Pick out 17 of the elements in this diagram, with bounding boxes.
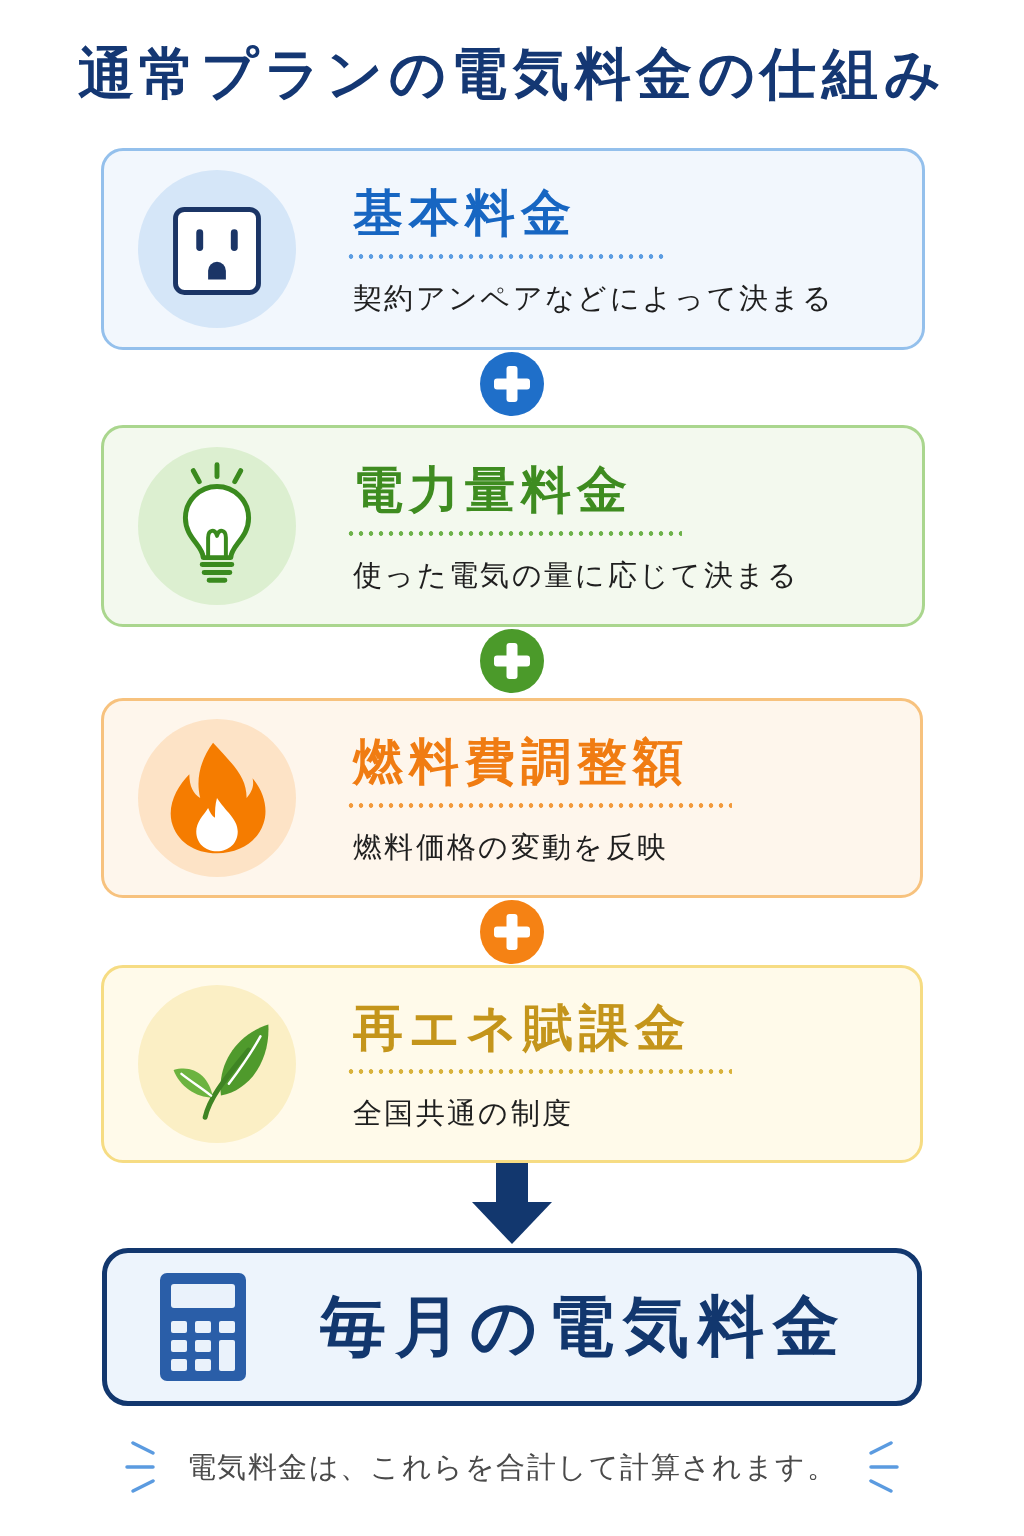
- total-heading: 毎月の電気料金: [320, 1287, 849, 1367]
- fee-card: [101, 425, 925, 627]
- fee-card: [101, 698, 923, 898]
- fee-card: [101, 148, 925, 350]
- card-heading: 基本料金: [352, 182, 577, 243]
- block-arrow: [472, 1163, 552, 1244]
- card-heading: 燃料費調整額: [351, 731, 689, 792]
- caption-text: 電気料金は、これらを合計して計算されます。: [186, 1449, 838, 1486]
- diagram-title: 通常プランの電気料金の仕組み: [77, 40, 947, 108]
- card-description: 契約アンペアなどによって決まる: [352, 279, 835, 316]
- card-heading: 電力量料金: [352, 459, 633, 520]
- fee-card: [101, 965, 923, 1163]
- card-description: 使った電気の量に応じて決まる: [352, 556, 800, 593]
- card-description: 全国共通の制度: [352, 1094, 574, 1131]
- card-heading: 再エネ賦課金: [352, 997, 691, 1058]
- card-description: 燃料価格の変動を反映: [352, 828, 669, 865]
- total-box: [102, 1248, 922, 1406]
